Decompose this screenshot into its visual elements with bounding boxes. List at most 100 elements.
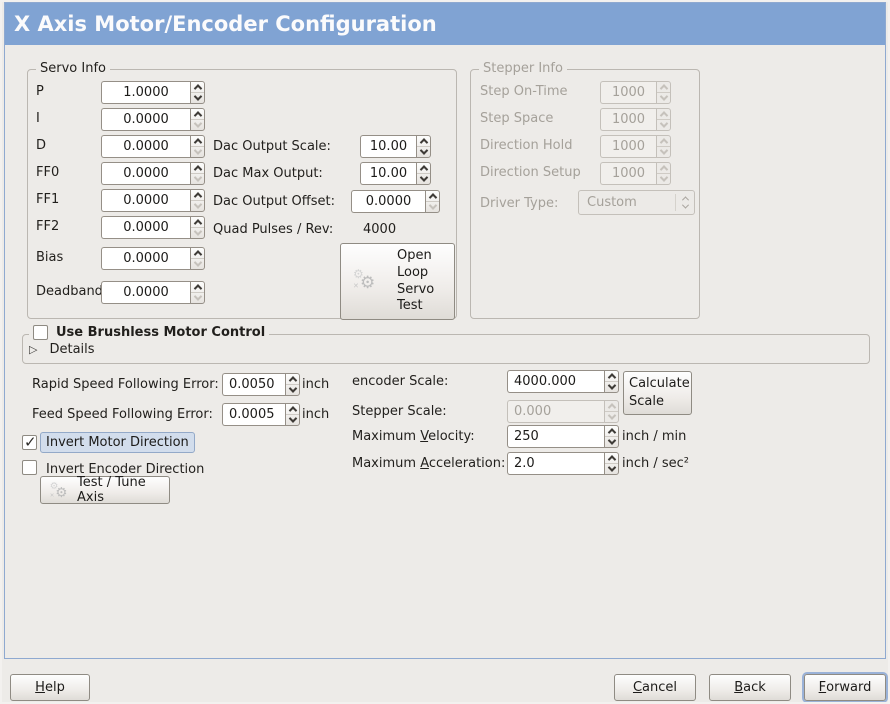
rapid-following-error-spin-buttons[interactable]	[285, 373, 300, 396]
calculate-scale-button[interactable]: Calculate Scale	[623, 371, 692, 415]
quad-pulses-label: Quad Pulses / Rev:	[213, 222, 334, 237]
dac-max-output-row: Dac Max Output: 10.00	[213, 162, 431, 185]
feed-following-error-spinbox: 0.0005	[222, 403, 300, 426]
driver-type-value: Custom	[587, 195, 637, 210]
details-expander[interactable]: ▷ Details	[29, 342, 95, 357]
direction-hold-spinbox: 1000	[600, 135, 671, 158]
feed-following-error-input[interactable]: 0.0005	[222, 403, 285, 426]
feed-following-error-spin-buttons[interactable]	[285, 403, 300, 426]
dac-output-offset-input[interactable]: 0.0000	[351, 190, 425, 213]
p-spin-buttons[interactable]	[190, 81, 205, 104]
spin-down-icon[interactable]	[193, 292, 202, 301]
i-spinbox: 0.0000	[101, 108, 205, 131]
spin-down-icon	[659, 92, 668, 101]
max-velocity-spinbox: 250	[507, 425, 619, 448]
expander-arrow-icon[interactable]: ▷	[29, 343, 38, 356]
use-brushless-checkbox[interactable]	[33, 325, 48, 340]
spin-down-icon[interactable]	[288, 414, 297, 423]
spin-down-icon[interactable]	[607, 436, 616, 445]
rapid-following-error-input[interactable]: 0.0050	[222, 373, 285, 396]
rapid-following-error-unit: inch	[302, 377, 330, 392]
step-on-time-label: Step On-Time	[480, 84, 568, 99]
p-label: P	[36, 84, 44, 99]
spin-down-icon[interactable]	[193, 173, 202, 182]
spin-down-icon[interactable]	[193, 92, 202, 101]
servo-info-frame-label: Servo Info	[36, 61, 110, 76]
bias-spin-buttons[interactable]	[190, 247, 205, 270]
spin-down-icon[interactable]	[419, 173, 428, 182]
stepper-scale-spin-buttons	[604, 400, 619, 423]
invert-motor-label[interactable]: Invert Motor Direction	[40, 432, 195, 453]
open-loop-servo-test-button[interactable]: ⚙⚙✕ Open Loop Servo Test	[340, 243, 455, 320]
ff2-spin-buttons[interactable]	[190, 216, 205, 239]
invert-encoder-label[interactable]: Invert Encoder Direction	[46, 462, 205, 477]
spin-down-icon	[659, 173, 668, 182]
step-space-label: Step Space	[480, 111, 554, 126]
spin-down-icon	[659, 119, 668, 128]
invert-encoder-checkbox[interactable]	[22, 460, 37, 475]
i-input[interactable]: 0.0000	[101, 108, 190, 131]
max-accel-input[interactable]: 2.0	[507, 452, 604, 475]
dac-output-offset-spin-buttons[interactable]	[425, 190, 440, 213]
feed-following-error-label: Feed Speed Following Error:	[32, 407, 213, 422]
stepper-info-frame: Stepper Info Step On-Time 1000 Step Spac…	[470, 61, 700, 319]
d-spin-buttons[interactable]	[190, 135, 205, 158]
dac-output-offset-row: Dac Output Offset: 0.0000	[213, 190, 440, 213]
spin-down-icon	[659, 146, 668, 155]
max-velocity-unit: inch / min	[622, 429, 687, 444]
ff1-spin-buttons[interactable]	[190, 189, 205, 212]
spin-down-icon[interactable]	[288, 384, 297, 393]
dac-output-scale-spin-buttons[interactable]	[416, 135, 431, 158]
brushless-legend: Use Brushless Motor Control	[29, 325, 270, 340]
gears-icon: ⚙⚙✕	[353, 266, 376, 293]
combo-arrows-icon	[676, 196, 694, 209]
p-spinbox: 1.0000	[101, 81, 205, 104]
dac-output-scale-label: Dac Output Scale:	[213, 139, 331, 154]
direction-setup-spin-buttons	[656, 162, 671, 185]
p-input[interactable]: 1.0000	[101, 81, 190, 104]
spin-down-icon[interactable]	[419, 146, 428, 155]
direction-setup-label: Direction Setup	[480, 165, 581, 180]
spin-down-icon[interactable]	[607, 463, 616, 472]
max-velocity-spin-buttons[interactable]	[604, 425, 619, 448]
spin-down-icon[interactable]	[428, 201, 437, 210]
ff1-input[interactable]: 0.0000	[101, 189, 190, 212]
max-accel-spin-buttons[interactable]	[604, 452, 619, 475]
encoder-scale-spin-buttons[interactable]	[604, 370, 619, 393]
ff2-input[interactable]: 0.0000	[101, 216, 190, 239]
invert-motor-checkbox[interactable]	[22, 433, 37, 451]
bias-input[interactable]: 0.0000	[101, 247, 190, 270]
spin-down-icon[interactable]	[193, 227, 202, 236]
ff0-input[interactable]: 0.0000	[101, 162, 190, 185]
deadband-input[interactable]: 0.0000	[101, 281, 190, 304]
step-space-spinbox: 1000	[600, 108, 671, 131]
spin-down-icon[interactable]	[193, 119, 202, 128]
deadband-spin-buttons[interactable]	[190, 281, 205, 304]
quad-pulses-value: 4000	[363, 222, 397, 237]
max-accel-unit: inch / sec²	[622, 456, 690, 471]
ff2-spinbox: 0.0000	[101, 216, 205, 239]
bias-label: Bias	[36, 250, 64, 265]
encoder-scale-label: encoder Scale:	[352, 374, 449, 389]
ff0-spinbox: 0.0000	[101, 162, 205, 185]
details-label: Details	[49, 342, 95, 357]
dac-output-scale-input[interactable]: 10.00	[360, 135, 416, 158]
i-spin-buttons[interactable]	[190, 108, 205, 131]
ff0-spin-buttons[interactable]	[190, 162, 205, 185]
dac-max-output-input[interactable]: 10.00	[360, 162, 416, 185]
max-velocity-input[interactable]: 250	[507, 425, 604, 448]
spin-down-icon[interactable]	[607, 381, 616, 390]
dac-max-output-spin-buttons[interactable]	[416, 162, 431, 185]
spin-down-icon[interactable]	[193, 146, 202, 155]
ff0-label: FF0	[36, 165, 60, 180]
d-input[interactable]: 0.0000	[101, 135, 190, 158]
spin-down-icon[interactable]	[193, 200, 202, 209]
test-tune-axis-button[interactable]: ⚙⚙✕ Test / Tune Axis	[40, 475, 170, 505]
spin-down-icon[interactable]	[193, 258, 202, 267]
encoder-scale-input[interactable]: 4000.000	[507, 370, 604, 393]
quad-pulses-row: Quad Pulses / Rev: 4000	[213, 218, 396, 241]
